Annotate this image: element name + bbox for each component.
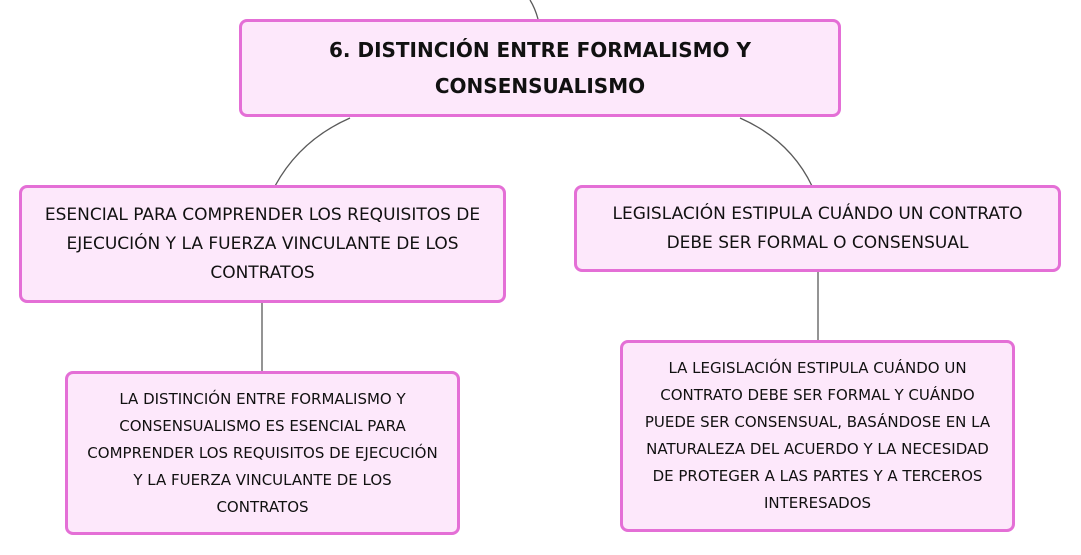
root-topic-text: 6. DISTINCIÓN ENTRE FORMALISMO Y CONSENS…: [328, 38, 752, 98]
left-branch-text: ESENCIAL PARA COMPRENDER LOS REQUISITOS …: [44, 204, 481, 283]
connector-parent-to-root: [529, 0, 539, 20]
connector-root-to-left-branch: [274, 117, 351, 187]
right-branch-text: LEGISLACIÓN ESTIPULA CUÁNDO UN CONTRATO …: [612, 203, 1023, 253]
connector-root-to-right-branch: [739, 117, 813, 187]
root-topic-node[interactable]: 6. DISTINCIÓN ENTRE FORMALISMO Y CONSENS…: [239, 19, 841, 117]
left-child-node[interactable]: LA DISTINCIÓN ENTRE FORMALISMO Y CONSENS…: [65, 371, 460, 535]
right-branch-node[interactable]: LEGISLACIÓN ESTIPULA CUÁNDO UN CONTRATO …: [574, 185, 1061, 272]
left-child-text: LA DISTINCIÓN ENTRE FORMALISMO Y CONSENS…: [87, 389, 438, 516]
right-child-node[interactable]: LA LEGISLACIÓN ESTIPULA CUÁNDO UN CONTRA…: [620, 340, 1015, 532]
left-branch-node[interactable]: ESENCIAL PARA COMPRENDER LOS REQUISITOS …: [19, 185, 506, 303]
right-child-text: LA LEGISLACIÓN ESTIPULA CUÁNDO UN CONTRA…: [644, 359, 991, 512]
